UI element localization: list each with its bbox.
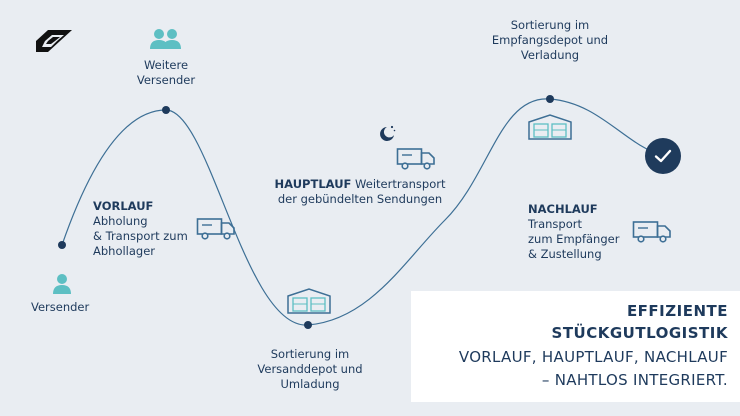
delivery-truck-icon [396, 146, 436, 175]
callout-text-2: – NAHTLOS INTEGRIERT. [541, 371, 728, 389]
warehouse-icon [527, 114, 573, 144]
checkmark-icon [645, 138, 681, 174]
label-versender: Versender [31, 300, 90, 314]
callout-text-1: VORLAUF, HAUPTLAUF, NACHLAUF [458, 348, 728, 366]
people-group-icon [148, 27, 184, 55]
label-nachlauf: NACHLAUF Transport zum Empfänger & Zuste… [528, 202, 620, 261]
label-vorlauf: VORLAUF Abholung & Transport zum Abholla… [93, 199, 188, 258]
flow-node-weitere-versender [162, 106, 170, 114]
label-weitere-versender: Weitere Versender [136, 58, 196, 87]
flow-node-empfangsdepot [546, 95, 554, 103]
callout-heading-2: STÜCKGUTLOGISTIK [551, 324, 728, 342]
warehouse-icon [286, 288, 332, 318]
delivery-truck-icon [632, 219, 672, 248]
flow-node-versanddepot [304, 321, 312, 329]
label-hauptlauf: HAUPTLAUF Weitertransport der gebündelte… [274, 177, 446, 206]
moon-stars-icon [378, 124, 396, 146]
label-sortierung-versanddepot: Sortierung im Versanddepot und Umladung [257, 347, 363, 391]
flow-node-versender [58, 241, 66, 249]
label-sortierung-empfangsdepot: Sortierung im Empfangsdepot und Verladun… [491, 18, 609, 62]
person-icon [52, 273, 72, 299]
brand-logo-icon [34, 28, 74, 58]
summary-callout: EFFIZIENTE STÜCKGUTLOGISTIK VORLAUF, HAU… [411, 291, 740, 402]
callout-heading-1: EFFIZIENTE [626, 302, 728, 320]
delivery-truck-icon [196, 216, 236, 245]
